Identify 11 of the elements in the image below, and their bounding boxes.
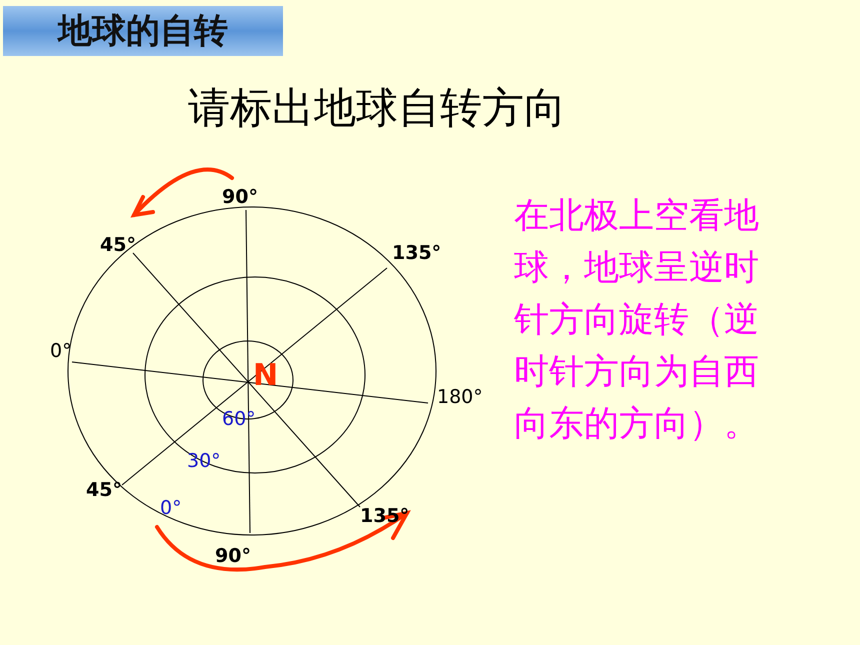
degree-label: 45° — [86, 479, 122, 501]
header-banner: 地球的自转 — [3, 6, 283, 56]
title: 请标出地球自转方向 — [188, 82, 566, 134]
pole-label: N — [253, 358, 278, 393]
latitude-label: 0° — [160, 497, 182, 519]
degree-label: 90° — [215, 545, 251, 567]
degree-label: 45° — [100, 234, 136, 256]
description-text: 在北极上空看地球，地球呈逆时针方向旋转（逆时针方向为自西向东的方向）。 — [514, 195, 760, 446]
degree-label: 135° — [392, 242, 442, 264]
degree-label: 180° — [437, 386, 483, 408]
degree-label: 90° — [222, 186, 258, 208]
